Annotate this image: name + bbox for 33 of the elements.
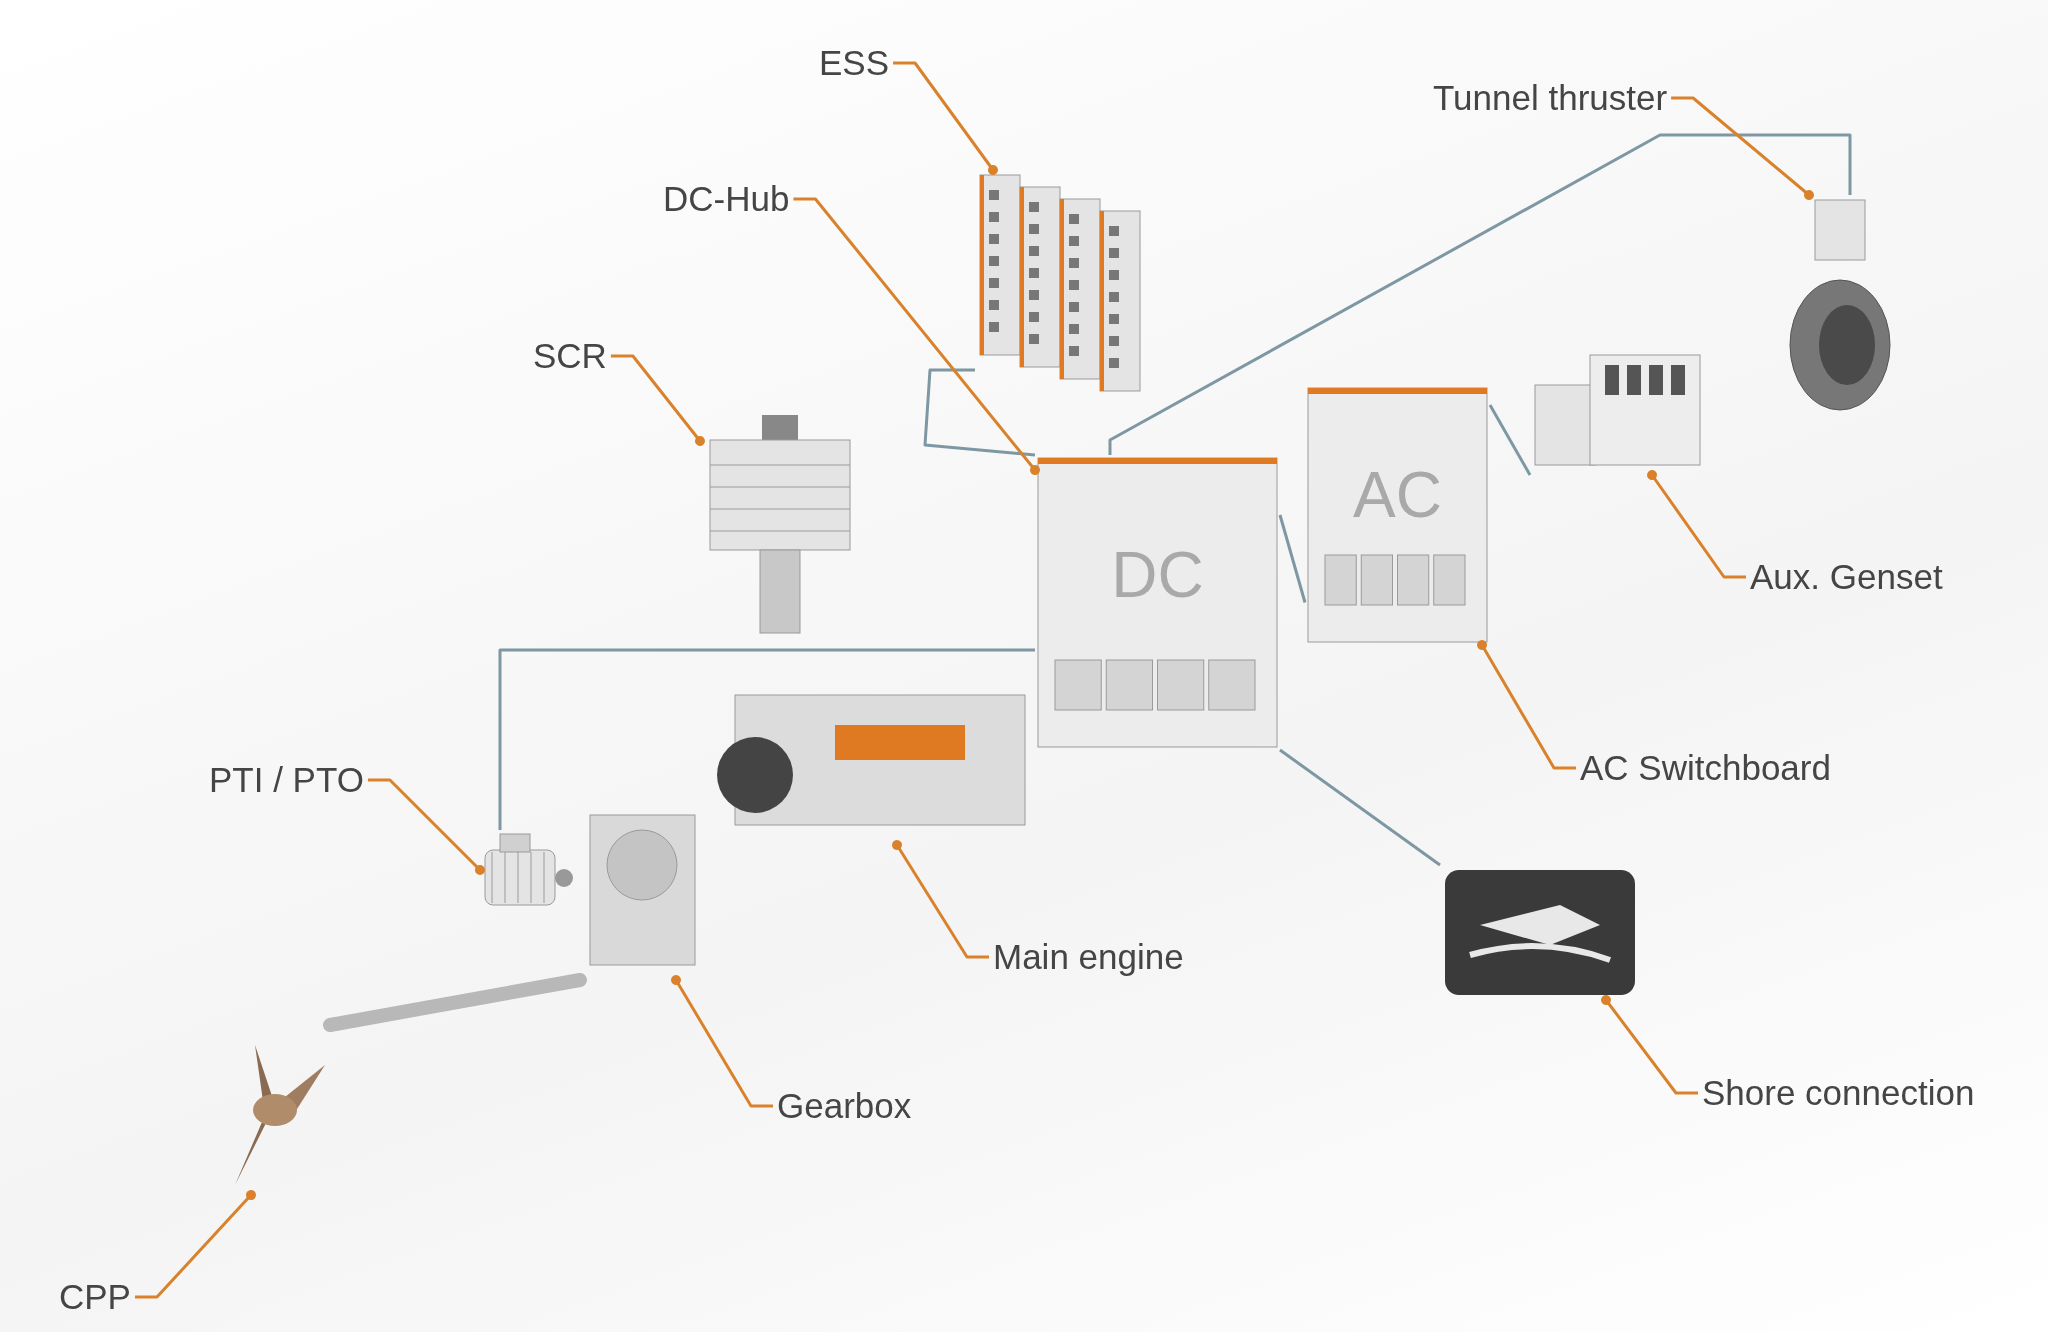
callout-label: AC Switchboard	[1580, 748, 1831, 788]
cable-line	[923, 368, 1036, 457]
cable-line	[1279, 748, 1441, 867]
callout-label: Main engine	[993, 937, 1184, 977]
leader-line	[610, 354, 705, 446]
callout-label: ESS	[819, 43, 890, 83]
switchboard-cabinet-drawing	[1305, 385, 1490, 645]
leader-line	[367, 778, 485, 875]
leader-line	[1601, 995, 1698, 1095]
leader-line	[1647, 470, 1746, 579]
leader-line	[893, 61, 998, 175]
leader-line	[1477, 640, 1576, 770]
cable-line	[1278, 514, 1307, 603]
leader-line	[671, 975, 773, 1108]
cabinet-lettering: DC	[1110, 537, 1205, 612]
cable-line	[498, 648, 1035, 830]
callout-label: Gearbox	[777, 1086, 912, 1126]
leader-line	[793, 197, 1040, 475]
leader-line	[134, 1190, 256, 1299]
callout-label: SCR	[533, 336, 607, 376]
cable-line	[1108, 133, 1852, 455]
leader-line	[892, 840, 989, 959]
callout-label: PTI / PTO	[209, 760, 364, 800]
callout-label: Tunnel thruster	[1433, 78, 1668, 118]
callout-label: Shore connection	[1702, 1073, 1975, 1113]
callout-label: Aux. Genset	[1750, 557, 1943, 597]
cable-line	[1488, 404, 1532, 476]
cabinet-lettering: AC	[1352, 457, 1443, 532]
leader-line	[1671, 96, 1814, 200]
switchboard-cabinet-drawing	[1035, 455, 1280, 750]
callout-label: DC-Hub	[663, 179, 790, 219]
shaft-drawing	[323, 973, 587, 1032]
callout-label: CPP	[59, 1277, 131, 1317]
